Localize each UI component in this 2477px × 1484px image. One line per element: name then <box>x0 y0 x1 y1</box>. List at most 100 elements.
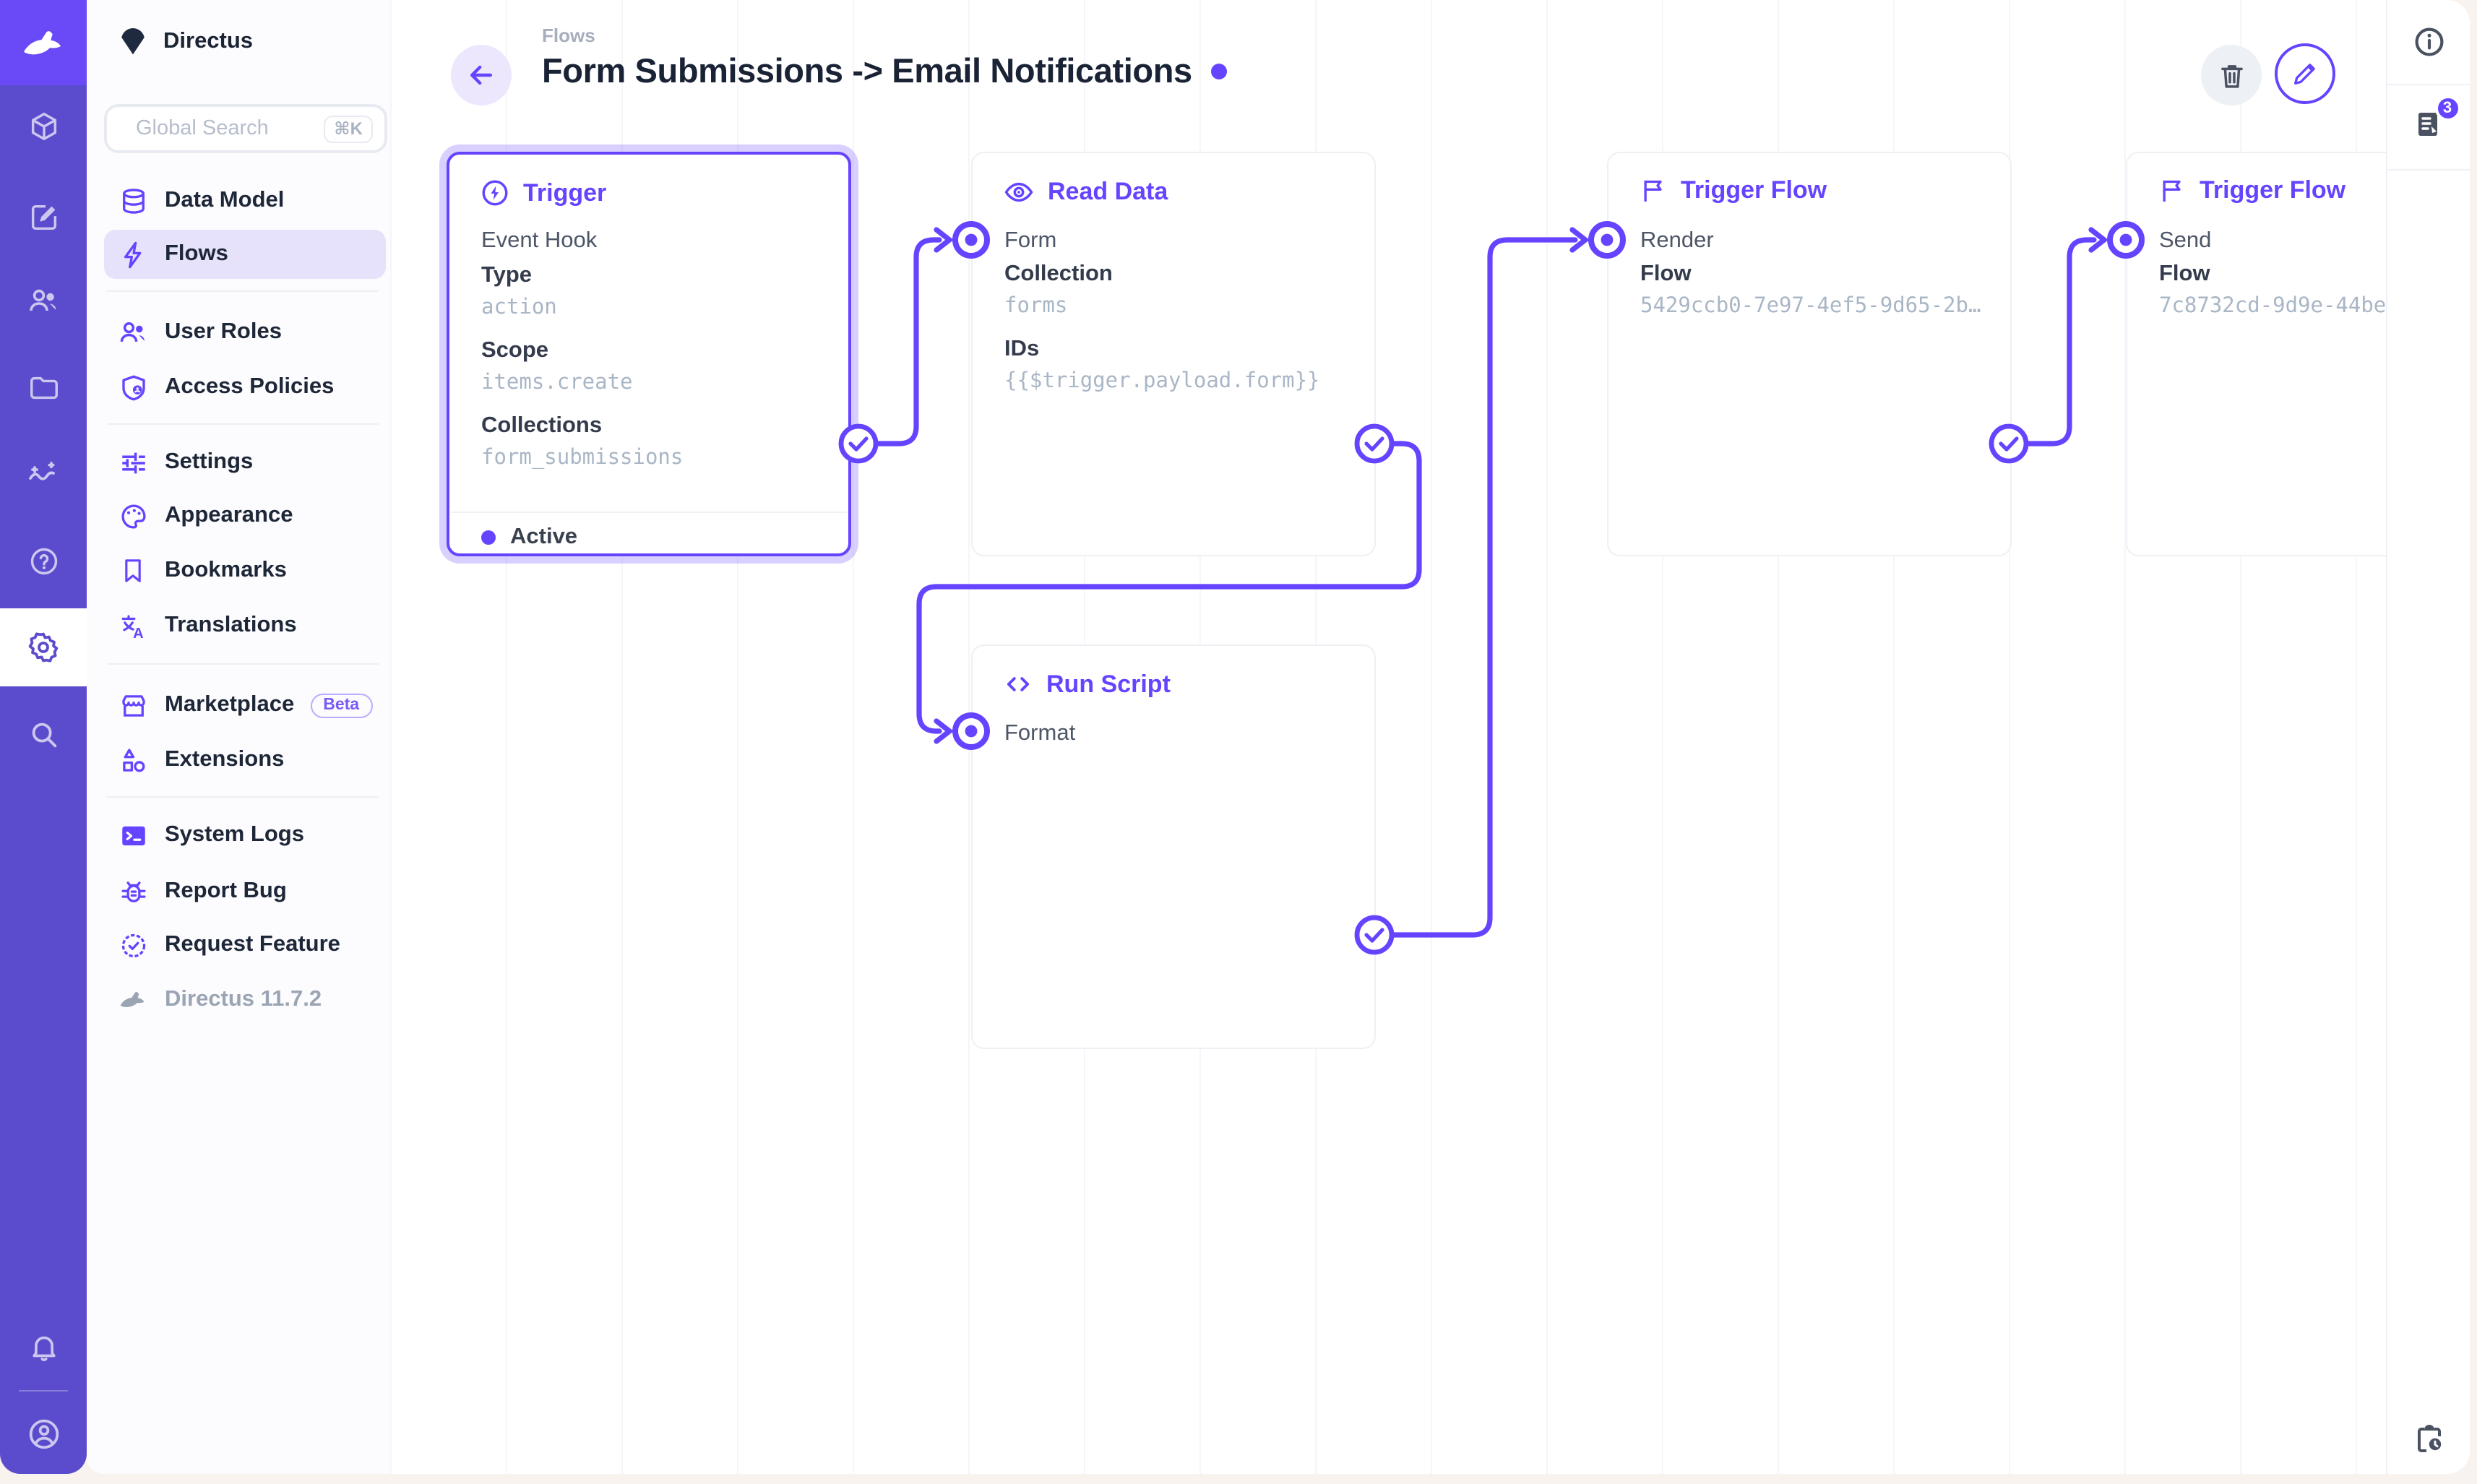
badge-check-icon <box>117 929 149 961</box>
shield-user-icon <box>117 371 149 403</box>
nav-sidebar: Directus ⌘K Data Model Flows User Roles <box>87 0 390 1474</box>
card-divider <box>451 512 847 513</box>
version-label: Directus 11.7.2 <box>165 987 322 1011</box>
sidebar-item-label: Flows <box>165 241 228 266</box>
field-value: 7c8732cd-9d9e-44be <box>2159 295 2386 318</box>
info-icon <box>2414 27 2443 56</box>
code-icon <box>1007 677 1030 691</box>
project-header[interactable]: Directus <box>104 20 253 64</box>
node-title: Read Data <box>1003 176 1168 208</box>
field-value: {{$trigger.payload.form}} <box>1004 370 1320 393</box>
flag-icon <box>2163 180 2181 202</box>
rabbit-icon <box>24 30 61 54</box>
arrowhead <box>1569 227 1590 253</box>
logs-button[interactable]: 3 <box>2387 85 2470 171</box>
field-value: items.create <box>481 371 633 394</box>
folder-icon[interactable] <box>0 348 87 426</box>
nav-divider <box>107 290 379 292</box>
flow-node-read-data[interactable]: Read Data Form Collection forms IDs {{$t… <box>971 152 1376 556</box>
field-value: forms <box>1004 295 1068 318</box>
sidebar-item-appearance[interactable]: Appearance <box>104 491 386 540</box>
settings-icon[interactable] <box>0 608 87 686</box>
trigger-kind: Event Hook <box>481 228 598 253</box>
account-icon[interactable] <box>0 1394 87 1472</box>
sidebar-item-flows[interactable]: Flows <box>104 230 386 279</box>
sidebar-item-label: Marketplace <box>165 692 295 717</box>
back-button[interactable] <box>451 45 512 105</box>
directus-logo[interactable] <box>0 0 87 85</box>
edit-button[interactable] <box>2275 43 2335 104</box>
flag-icon <box>1644 180 1662 202</box>
edit-icon[interactable] <box>0 178 87 256</box>
project-mark-icon <box>121 28 145 55</box>
flow-canvas[interactable]: Flows Form Submissions -> Email Notifica… <box>390 0 2386 1474</box>
delete-button[interactable] <box>2201 45 2262 105</box>
field-value: action <box>481 296 557 319</box>
box-icon[interactable] <box>0 87 87 165</box>
storefront-icon <box>117 689 149 721</box>
trigger-bolt-icon <box>482 180 508 206</box>
sidebar-item-bookmarks[interactable]: Bookmarks <box>104 546 386 595</box>
arrowhead <box>934 718 954 744</box>
arrow-left-icon <box>470 65 493 85</box>
node-name: Send <box>2159 228 2212 253</box>
sidebar-item-system-logs[interactable]: System Logs <box>104 811 386 860</box>
flow-node-run-script[interactable]: Run Script Format <box>971 644 1376 1049</box>
terminal-icon <box>117 819 149 851</box>
pencil-icon <box>2294 64 2315 85</box>
sidebar-item-report-bug[interactable]: Report Bug <box>104 867 386 916</box>
field-label: Flow <box>2159 262 2210 286</box>
field-label: Type <box>481 263 533 288</box>
users-icon[interactable] <box>0 262 87 340</box>
clipboard-clock-icon <box>2418 1425 2442 1452</box>
wire-trigger-to-read-data <box>873 237 942 447</box>
nav-divider <box>107 423 379 425</box>
page-title: Form Submissions -> Email Notifications <box>542 52 1227 91</box>
bookmark-icon <box>117 555 149 587</box>
flow-node-trigger[interactable]: Trigger Event Hook Type action Scope ite… <box>447 152 851 556</box>
info-button[interactable] <box>2387 0 2470 85</box>
beta-badge: Beta <box>310 693 373 717</box>
rail-divider <box>19 1390 68 1392</box>
sidebar-item-marketplace[interactable]: Marketplace Beta <box>104 681 386 730</box>
wire-run-script-to-render <box>1389 237 1578 938</box>
flow-node-trigger-flow-render[interactable]: Trigger Flow Render Flow 5429ccb0-7e97-4… <box>1607 152 2012 556</box>
sidebar-item-label: System Logs <box>165 822 304 847</box>
flow-node-trigger-flow-send[interactable]: Trigger Flow Send Flow 7c8732cd-9d9e-44b… <box>2126 152 2386 556</box>
sidebar-item-access-policies[interactable]: Access Policies <box>104 363 386 412</box>
pending-revisions-button[interactable] <box>2387 1422 2470 1457</box>
sidebar-item-settings[interactable]: Settings <box>104 438 386 487</box>
sidebar-item-extensions[interactable]: Extensions <box>104 735 386 785</box>
search-shortcut: ⌘K <box>324 115 373 142</box>
wire-render-to-send <box>2023 237 2097 447</box>
bell-icon[interactable] <box>0 1308 87 1386</box>
sidebar-item-translations[interactable]: A Translations <box>104 601 386 650</box>
active-dot <box>481 530 496 545</box>
sidebar-item-label: Report Bug <box>165 879 287 903</box>
help-icon[interactable] <box>0 522 87 600</box>
breadcrumb[interactable]: Flows <box>542 25 595 46</box>
eye-icon <box>1004 182 1033 202</box>
sidebar-item-data-model[interactable]: Data Model <box>104 176 386 225</box>
insights-icon[interactable] <box>0 435 87 513</box>
field-label: Scope <box>481 338 549 363</box>
sidebar-item-label: Extensions <box>165 747 285 772</box>
global-search[interactable]: ⌘K <box>104 104 387 153</box>
tune-icon <box>117 447 149 478</box>
sidebar-item-request-feature[interactable]: Request Feature <box>104 920 386 970</box>
status-dot <box>1210 64 1227 79</box>
field-value: 5429ccb0-7e97-4ef5-9d65-2b… <box>1640 295 1981 318</box>
node-name: Form <box>1004 228 1057 253</box>
search-icon[interactable] <box>0 695 87 773</box>
sidebar-item-label: Access Policies <box>165 374 335 399</box>
trigger-status: Active <box>481 522 577 553</box>
search-input[interactable] <box>133 116 324 142</box>
sidebar-item-user-roles[interactable]: User Roles <box>104 308 386 357</box>
sidebar-item-label: Bookmarks <box>165 558 287 582</box>
translate-icon: A <box>117 610 149 642</box>
database-icon <box>117 185 149 217</box>
node-title: Trigger Flow <box>2158 176 2345 205</box>
shapes-icon <box>117 744 149 776</box>
bolt-icon <box>117 238 149 270</box>
